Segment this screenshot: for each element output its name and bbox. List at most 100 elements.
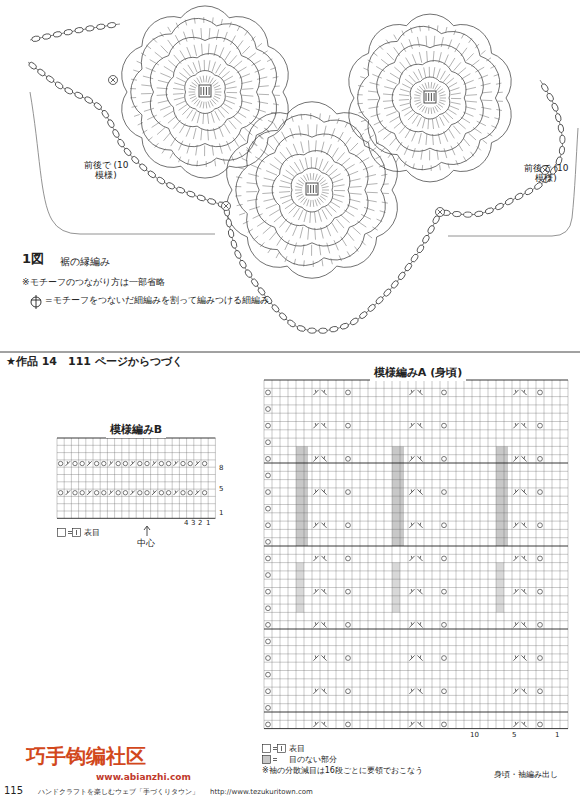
rose-center — [306, 183, 318, 195]
decrease-symbol — [66, 490, 71, 495]
stitch-stroke — [146, 45, 151, 49]
stitch-stroke — [179, 104, 188, 110]
chain-stitch — [278, 312, 288, 322]
row-number: 1 — [555, 731, 559, 739]
yarn-over-symbol — [538, 622, 543, 627]
stitch-stroke — [233, 61, 242, 68]
stitch-stroke — [387, 53, 394, 60]
stitch-stroke — [461, 74, 470, 80]
stitch-stroke — [296, 194, 302, 197]
stitch-stroke — [173, 120, 180, 129]
yarn-over-symbol — [442, 689, 447, 694]
stitch-stroke — [441, 37, 443, 47]
stitch-stroke — [257, 43, 261, 47]
stitch-stroke — [453, 126, 460, 134]
yarn-over-symbol — [346, 456, 351, 461]
grid-line — [264, 537, 568, 538]
stitch-stroke — [274, 86, 280, 87]
stitch-stroke — [237, 204, 243, 205]
stitch-stroke — [134, 114, 140, 116]
stitch-stroke — [386, 112, 396, 116]
yarn-over-symbol — [266, 523, 271, 528]
stitch-stroke — [213, 128, 216, 139]
watermark: www.abianzhi.com — [96, 772, 191, 782]
petal-ring — [291, 168, 333, 212]
stitch-stroke — [303, 260, 305, 266]
yarn-over-symbol — [442, 556, 447, 561]
yarn-over-symbol — [80, 461, 84, 465]
yarn-over-symbol — [538, 456, 543, 461]
grid-line — [179, 438, 180, 518]
stitch-stroke — [429, 67, 430, 77]
grid-line — [264, 487, 568, 488]
stitch-stroke — [219, 47, 223, 57]
stitch-stroke — [355, 150, 364, 157]
stitch-stroke — [295, 190, 302, 191]
stitch-stroke — [248, 174, 259, 177]
stitch-stroke — [363, 68, 368, 70]
stitch-stroke — [163, 133, 170, 141]
decrease-symbol — [521, 689, 526, 694]
stitch-stroke — [274, 137, 280, 146]
stitch-stroke — [137, 61, 142, 63]
stitch-stroke — [219, 67, 226, 75]
legend-sample — [57, 528, 81, 537]
petal-ring — [122, 6, 289, 178]
stitch-stroke — [325, 207, 332, 216]
stitch-stroke — [322, 190, 329, 191]
grid-line — [264, 645, 568, 646]
stitch-stroke — [434, 93, 435, 101]
chain-stitch — [74, 27, 83, 34]
decrease-symbol — [130, 461, 135, 466]
stitch-stroke — [203, 87, 204, 95]
chain-stitch — [308, 328, 317, 334]
stitch-stroke — [249, 207, 259, 210]
stitch-stroke — [258, 94, 269, 95]
yarn-over-symbol — [346, 490, 351, 495]
yarn-over-symbol — [538, 689, 543, 694]
chain-stitch — [558, 124, 565, 133]
stitch-stroke — [399, 95, 409, 96]
stitch-stroke — [179, 141, 183, 151]
stitch-stroke — [383, 100, 394, 102]
stitch-stroke — [215, 92, 222, 93]
stitch-stroke — [334, 240, 338, 250]
stitch-stroke — [161, 46, 168, 54]
stitch-stroke — [298, 196, 304, 200]
stitch-stroke — [188, 159, 189, 165]
stitch-stroke — [152, 122, 161, 128]
stitch-stroke — [436, 105, 440, 110]
decrease-symbol — [313, 489, 318, 494]
stitch-stroke — [308, 185, 309, 193]
grid-line — [264, 413, 568, 414]
stitch-stroke — [192, 112, 196, 122]
yarn-over-symbol — [159, 461, 163, 465]
stitch-stroke — [203, 102, 205, 109]
stitch-stroke — [321, 227, 324, 238]
stitch-stroke — [224, 76, 233, 81]
stitch-stroke — [349, 179, 360, 182]
yarn-over-symbol — [102, 461, 106, 465]
decrease-symbol — [417, 622, 422, 627]
stitch-stroke — [219, 126, 223, 137]
grid-line — [264, 637, 568, 638]
stitch-stroke — [315, 174, 317, 181]
stitch-stroke — [173, 93, 184, 95]
stitch-stroke — [304, 199, 308, 205]
stitch-stroke — [193, 62, 197, 72]
chart-title: 模様編みB — [110, 422, 162, 437]
grid-line — [264, 703, 568, 704]
stitch-stroke — [402, 84, 411, 89]
chain-stitch — [474, 210, 483, 217]
grid-line — [150, 438, 151, 518]
stitch-stroke — [412, 131, 416, 141]
note-text: ※モチーフのつながり方は一部省略 — [22, 277, 165, 287]
row-number: 5 — [219, 485, 223, 493]
chain-stitch — [228, 229, 235, 238]
yarn-over-symbol — [266, 722, 271, 727]
yarn-over-symbol — [346, 390, 351, 395]
stitch-stroke — [417, 89, 422, 93]
decrease-symbol — [321, 689, 326, 694]
stitch-stroke — [247, 53, 255, 59]
legend-swatch — [263, 745, 271, 753]
